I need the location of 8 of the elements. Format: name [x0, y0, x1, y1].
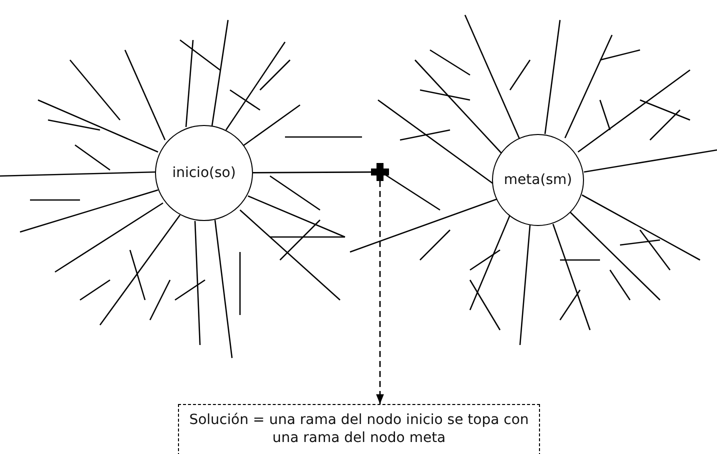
node-label: meta(sm)	[504, 171, 572, 189]
dashed-arrow	[376, 181, 384, 404]
node-label: Solución = una rama del nodo inicio se topa con una rama del nodo meta	[188, 411, 530, 448]
note-box	[178, 404, 540, 454]
meeting-point-icon	[371, 163, 389, 181]
node-label: inicio(so)	[172, 164, 236, 182]
connector-line	[253, 171, 371, 174]
state-circle	[155, 125, 253, 221]
